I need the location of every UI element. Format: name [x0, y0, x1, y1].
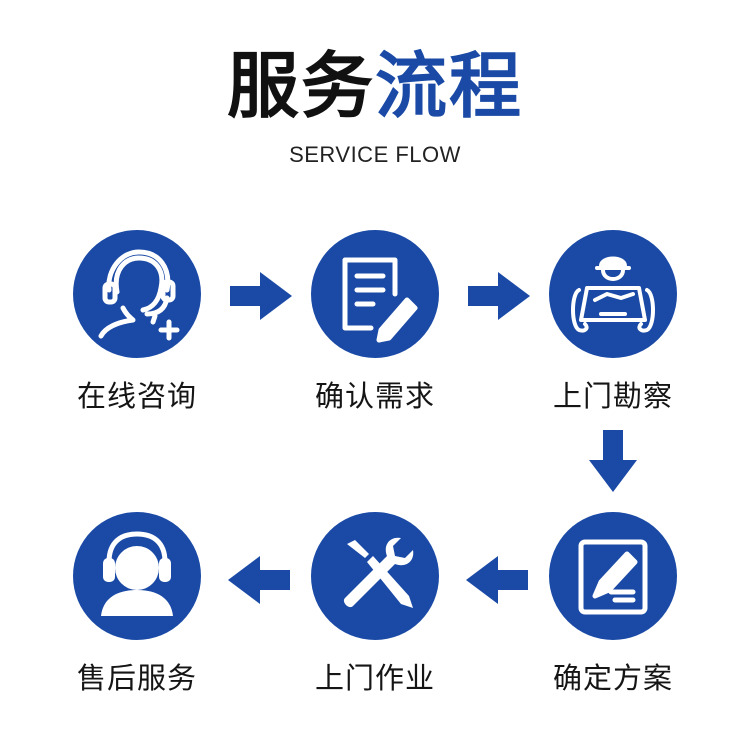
plan-document-pen-icon: [578, 539, 648, 615]
document-edit-icon: [342, 257, 418, 343]
step-2-circle: [311, 230, 439, 358]
step-6-label: 售后服务: [76, 661, 197, 695]
step-plan: 确定方案: [523, 512, 703, 698]
step-5-label: 上门作业: [314, 661, 435, 695]
step-online-consult: 在线咨询: [47, 230, 227, 416]
arrow-right-icon: [230, 272, 292, 320]
headphones-user-icon: [101, 531, 173, 616]
arrow-right-icon: [468, 272, 530, 320]
arrow-down-icon: [589, 430, 637, 492]
step-2-label: 确认需求: [314, 379, 435, 413]
page-title: 服务流程: [0, 38, 750, 134]
engineer-blueprint-icon: [571, 256, 655, 333]
step-1-circle: [73, 230, 201, 358]
tools-wrench-screwdriver-icon: [343, 537, 414, 608]
step-6-circle: [73, 512, 201, 640]
step-1-label: 在线咨询: [76, 379, 197, 413]
step-onsite-work: 上门作业: [285, 512, 465, 698]
arrow-left-icon: [466, 556, 528, 604]
customer-service-headset-icon: [98, 249, 180, 341]
step-confirm-needs: 确认需求: [285, 230, 465, 416]
title-accent-part: 流程: [375, 44, 524, 128]
step-4-label: 确定方案: [552, 661, 673, 695]
title-dark-part: 服务: [226, 44, 375, 128]
step-4-circle: [549, 512, 677, 640]
step-5-circle: [311, 512, 439, 640]
step-3-label: 上门勘察: [552, 379, 673, 413]
step-after-sales: 售后服务: [47, 512, 227, 698]
arrow-left-icon: [228, 556, 290, 604]
step-3-circle: [549, 230, 677, 358]
page-subtitle: SERVICE FLOW: [289, 142, 461, 167]
step-onsite-survey: 上门勘察: [523, 230, 703, 416]
